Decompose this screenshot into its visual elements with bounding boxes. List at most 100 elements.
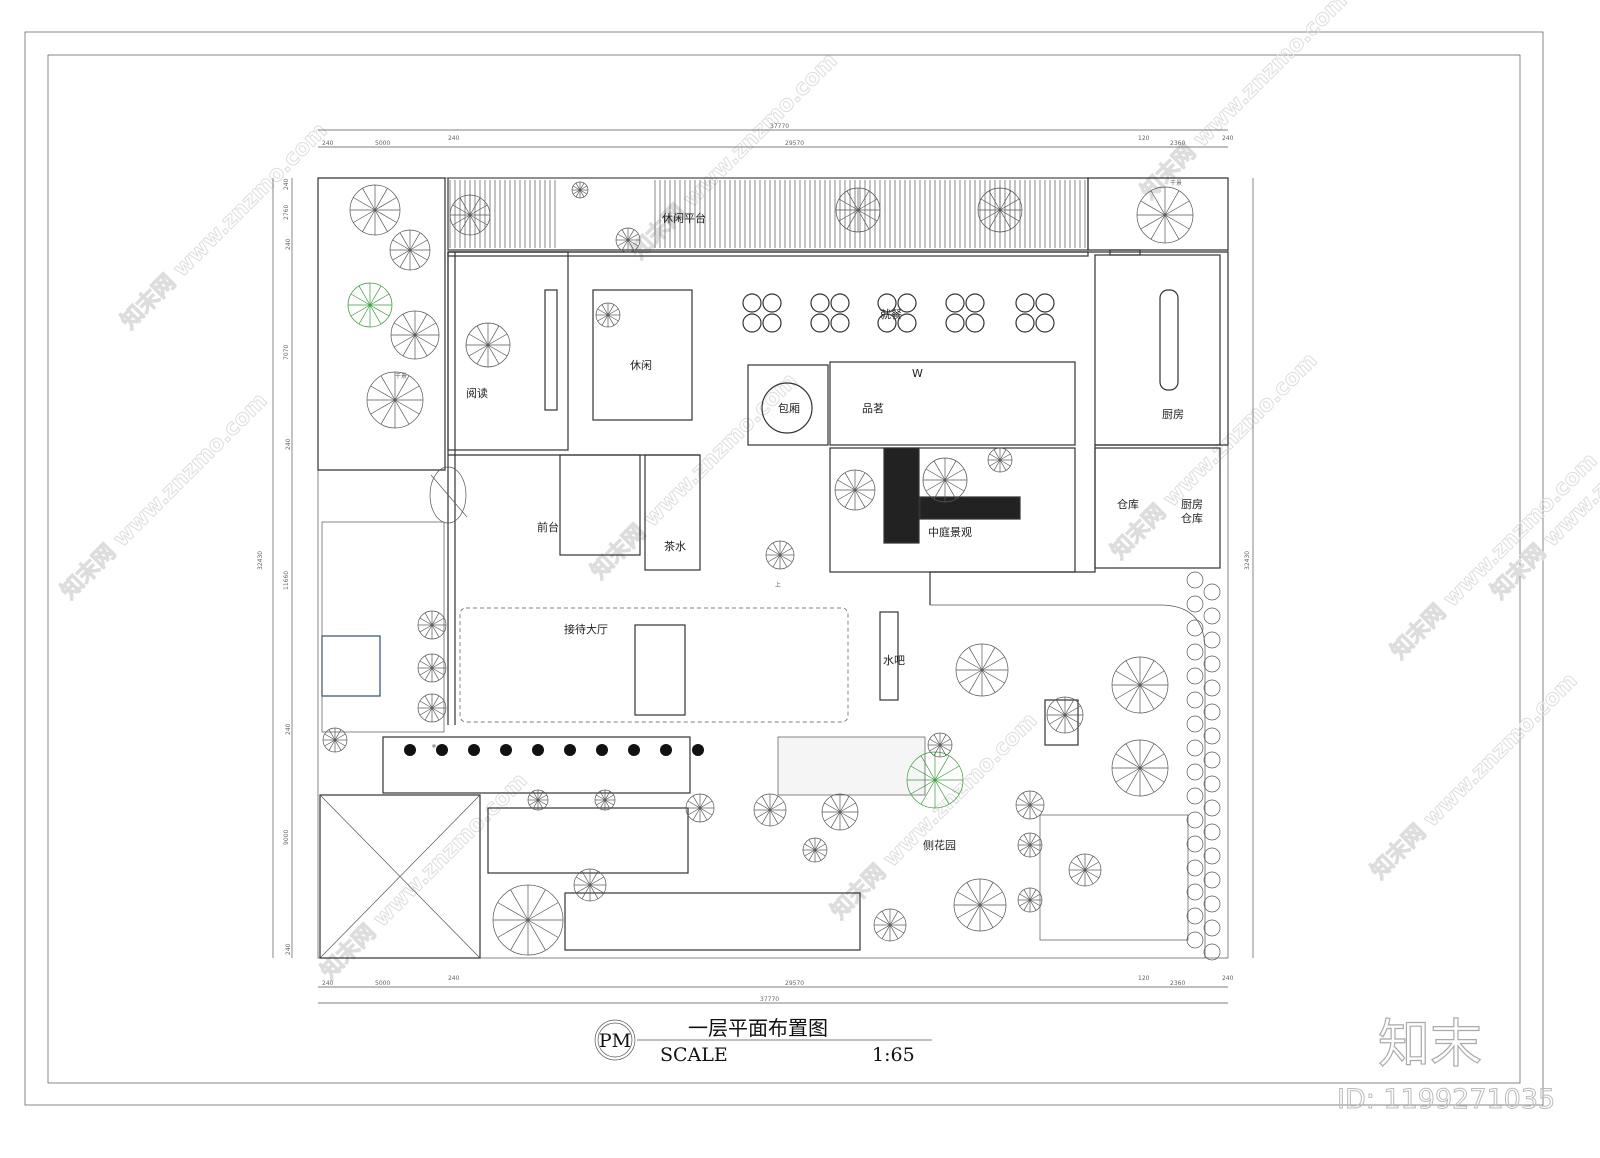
tree-branch (1029, 792, 1038, 806)
tree-branch (1017, 804, 1031, 813)
tree-branch (579, 185, 588, 191)
tree-branch (857, 198, 878, 211)
private-room-round-table (761, 382, 813, 434)
tree-branch (968, 669, 983, 693)
tree-branch (824, 811, 841, 822)
tree-branch (604, 799, 614, 806)
dining-tables (742, 293, 1055, 333)
shrub-symbol (1203, 727, 1221, 745)
tree-branch (579, 189, 585, 198)
tree-branch (607, 314, 619, 322)
tree-branch (469, 197, 481, 216)
drawing-badge: PM (599, 1030, 631, 1052)
tree-branch (358, 285, 371, 306)
site-watermark: 知末网 www.znzmo.com (116, 118, 333, 335)
tree-branch (424, 624, 433, 638)
tree-branch (979, 904, 994, 928)
shrub-symbol (1186, 715, 1204, 733)
tree-branch (1029, 797, 1043, 806)
tree-branch (844, 472, 856, 491)
tree-branch (1125, 767, 1141, 793)
tree-branch (989, 453, 1001, 461)
tree-branch (1139, 684, 1155, 710)
dining-chair (897, 293, 917, 313)
label-private-room: 包厢 (778, 402, 800, 415)
tree-branch (1064, 714, 1081, 725)
brand-logo: 知末 (1378, 1015, 1482, 1075)
tree-branch (988, 190, 1001, 211)
tree-branch (830, 811, 841, 828)
terrace-decking (447, 177, 1089, 251)
tree-branch (1164, 200, 1190, 216)
tree-branch (699, 800, 713, 809)
shrub-symbol (1203, 631, 1221, 649)
tree-branch (468, 344, 489, 357)
dining-chair (965, 293, 985, 313)
tree-branch (487, 344, 500, 365)
tree-branch (572, 185, 581, 191)
tree-branch (767, 547, 781, 556)
tree-branch (392, 249, 411, 261)
tree-branch (769, 801, 785, 811)
tree-branch (402, 314, 416, 336)
tree-branch (761, 809, 771, 825)
dim-bottom-seg: 240 (1222, 975, 1234, 982)
tree-branch (362, 209, 376, 232)
label-reading: 阅读 (466, 386, 488, 400)
tree-branch (394, 399, 410, 425)
tree-branch (839, 811, 850, 828)
tree-branch (957, 904, 981, 919)
tree-branch (431, 707, 445, 716)
tree-branch (604, 794, 614, 801)
tree-branch (369, 304, 390, 317)
tree-branch (601, 314, 609, 326)
tree-branch (1084, 855, 1094, 871)
tree-branch (779, 554, 788, 568)
tree-branch (527, 919, 546, 951)
tree-branch (761, 795, 771, 811)
outer-frame (24, 31, 1544, 1106)
tree-branch (1076, 855, 1086, 871)
tree-branch (537, 791, 544, 801)
tree-branch (854, 489, 873, 501)
tree-branch (830, 796, 841, 813)
water-plant (660, 744, 672, 756)
tree-branch (394, 322, 416, 336)
tree-branch (1139, 753, 1165, 769)
tree-branch (607, 308, 619, 316)
tree-branch (537, 799, 547, 806)
tree-branch (572, 189, 581, 195)
tree-branch (881, 924, 891, 940)
tree-branch (966, 904, 981, 928)
shrub-symbol (1203, 943, 1221, 961)
tree-branch (933, 460, 946, 481)
tree-branch (1029, 838, 1041, 846)
tree-branch (1070, 861, 1086, 871)
shrub-symbol (1186, 763, 1204, 781)
shrub-symbol (1203, 919, 1221, 937)
tree-branch (358, 304, 371, 325)
tree-branch (334, 739, 346, 747)
label-dining: 就餐 (880, 307, 902, 321)
tree-branch (939, 734, 947, 746)
site-watermark: 知末网 www.znzmo.com (1106, 348, 1323, 565)
tree-branch (575, 182, 581, 191)
tree-branch (627, 229, 635, 241)
brand-watermark: 知末 ID: 1199271035 (1337, 1014, 1556, 1115)
shrub-symbol (1203, 799, 1221, 817)
tree-branch (1029, 844, 1037, 856)
dim-bottom-total: 37770 (760, 996, 779, 1003)
tree-branch (699, 807, 713, 816)
tree-branch (607, 304, 615, 316)
tree-branch (944, 460, 957, 481)
tree-branch (814, 849, 826, 857)
tree-branch (1115, 670, 1141, 686)
dim-side-seg: 240 (283, 178, 290, 190)
tree-branch (468, 333, 489, 346)
tree-branch (374, 188, 388, 211)
tree-branch (889, 910, 899, 926)
dining-chair (897, 313, 917, 333)
tree-branch (929, 738, 941, 746)
shrub-symbol (1203, 823, 1221, 841)
tree-branch (981, 669, 1005, 684)
